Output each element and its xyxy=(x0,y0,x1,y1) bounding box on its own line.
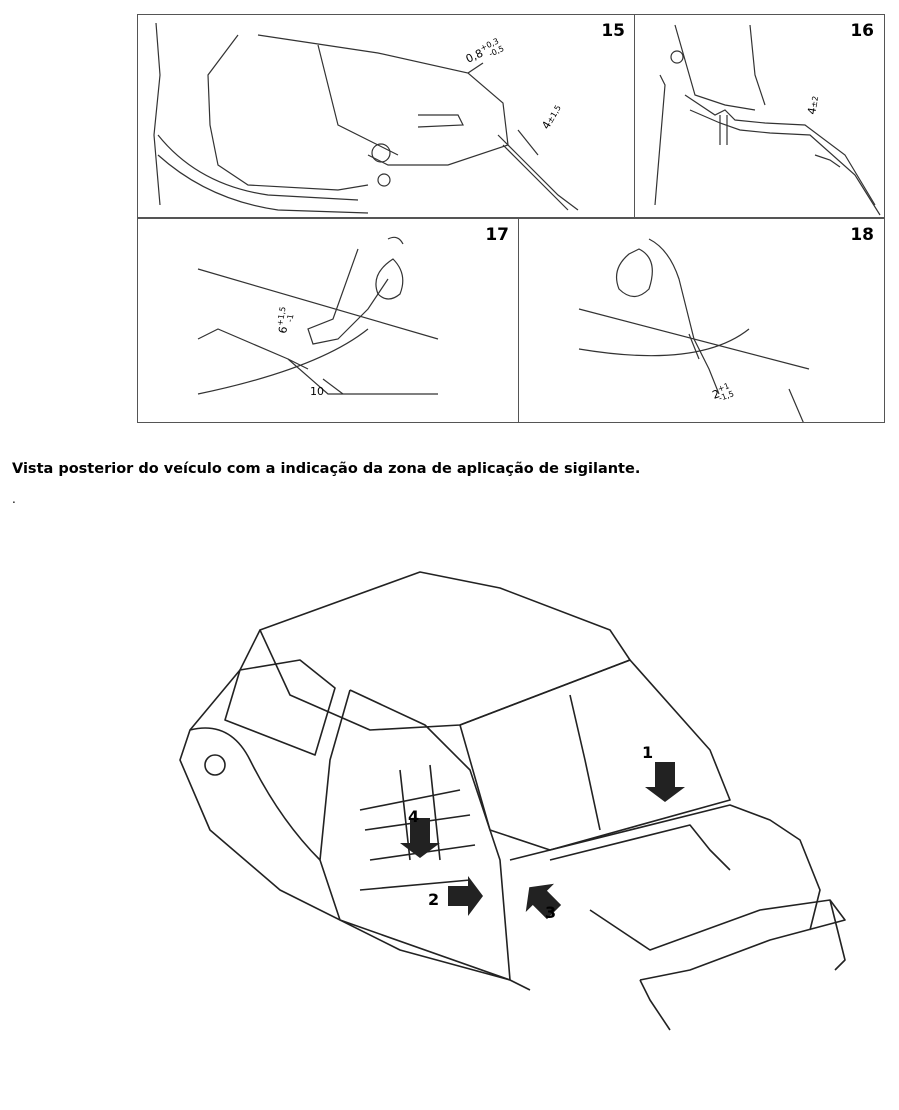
detail-panel-17: 6+1,5-1 10 17 xyxy=(137,218,520,423)
arrow-3 xyxy=(525,883,562,920)
detail-panel-16: 4±2 16 xyxy=(634,14,885,218)
panel-17-dim-b: 10 xyxy=(310,385,324,398)
callout-2: 2 xyxy=(428,890,439,909)
arrow-1 xyxy=(645,762,685,802)
callout-4: 4 xyxy=(408,807,419,826)
panel-number-18: 18 xyxy=(850,225,874,245)
panel-18-dim: 2+1-1,5 xyxy=(710,381,735,405)
arrow-2 xyxy=(448,876,483,916)
arrow-4 xyxy=(400,818,440,858)
callout-1: 1 xyxy=(642,743,653,762)
detail-panel-15: 0,8+0,3-0,5 4±1,5 15 xyxy=(137,14,636,218)
panel-16-dim: 4±2 xyxy=(805,95,821,116)
panel-number-15: 15 xyxy=(601,21,625,41)
panel-17-drawing: 6+1,5-1 10 xyxy=(197,236,439,398)
detail-panels: 0,8+0,3-0,5 4±1,5 15 4±2 16 xyxy=(137,14,885,423)
panel-15-drawing: 0,8+0,3-0,5 4±1,5 xyxy=(153,22,579,214)
panel-18-drawing: 2+1-1,5 xyxy=(578,238,810,422)
dot-mark: . xyxy=(12,492,16,506)
panel-number-17: 17 xyxy=(485,225,509,245)
panel-15-dim-b: 4±1,5 xyxy=(539,102,563,131)
panel-number-16: 16 xyxy=(850,21,874,41)
panel-16-drawing: 4±2 xyxy=(654,24,881,216)
callout-3: 3 xyxy=(545,903,556,922)
panel-15-dim-a: 0,8+0,3-0,5 xyxy=(463,36,506,69)
car-body-illustration: 1 2 3 4 xyxy=(179,571,846,1031)
panel-17-dim-a: 6+1,5-1 xyxy=(274,306,296,335)
detail-panel-18: 2+1-1,5 18 xyxy=(518,218,885,423)
figure-caption: Vista posterior do veículo com a indicaç… xyxy=(12,461,641,477)
